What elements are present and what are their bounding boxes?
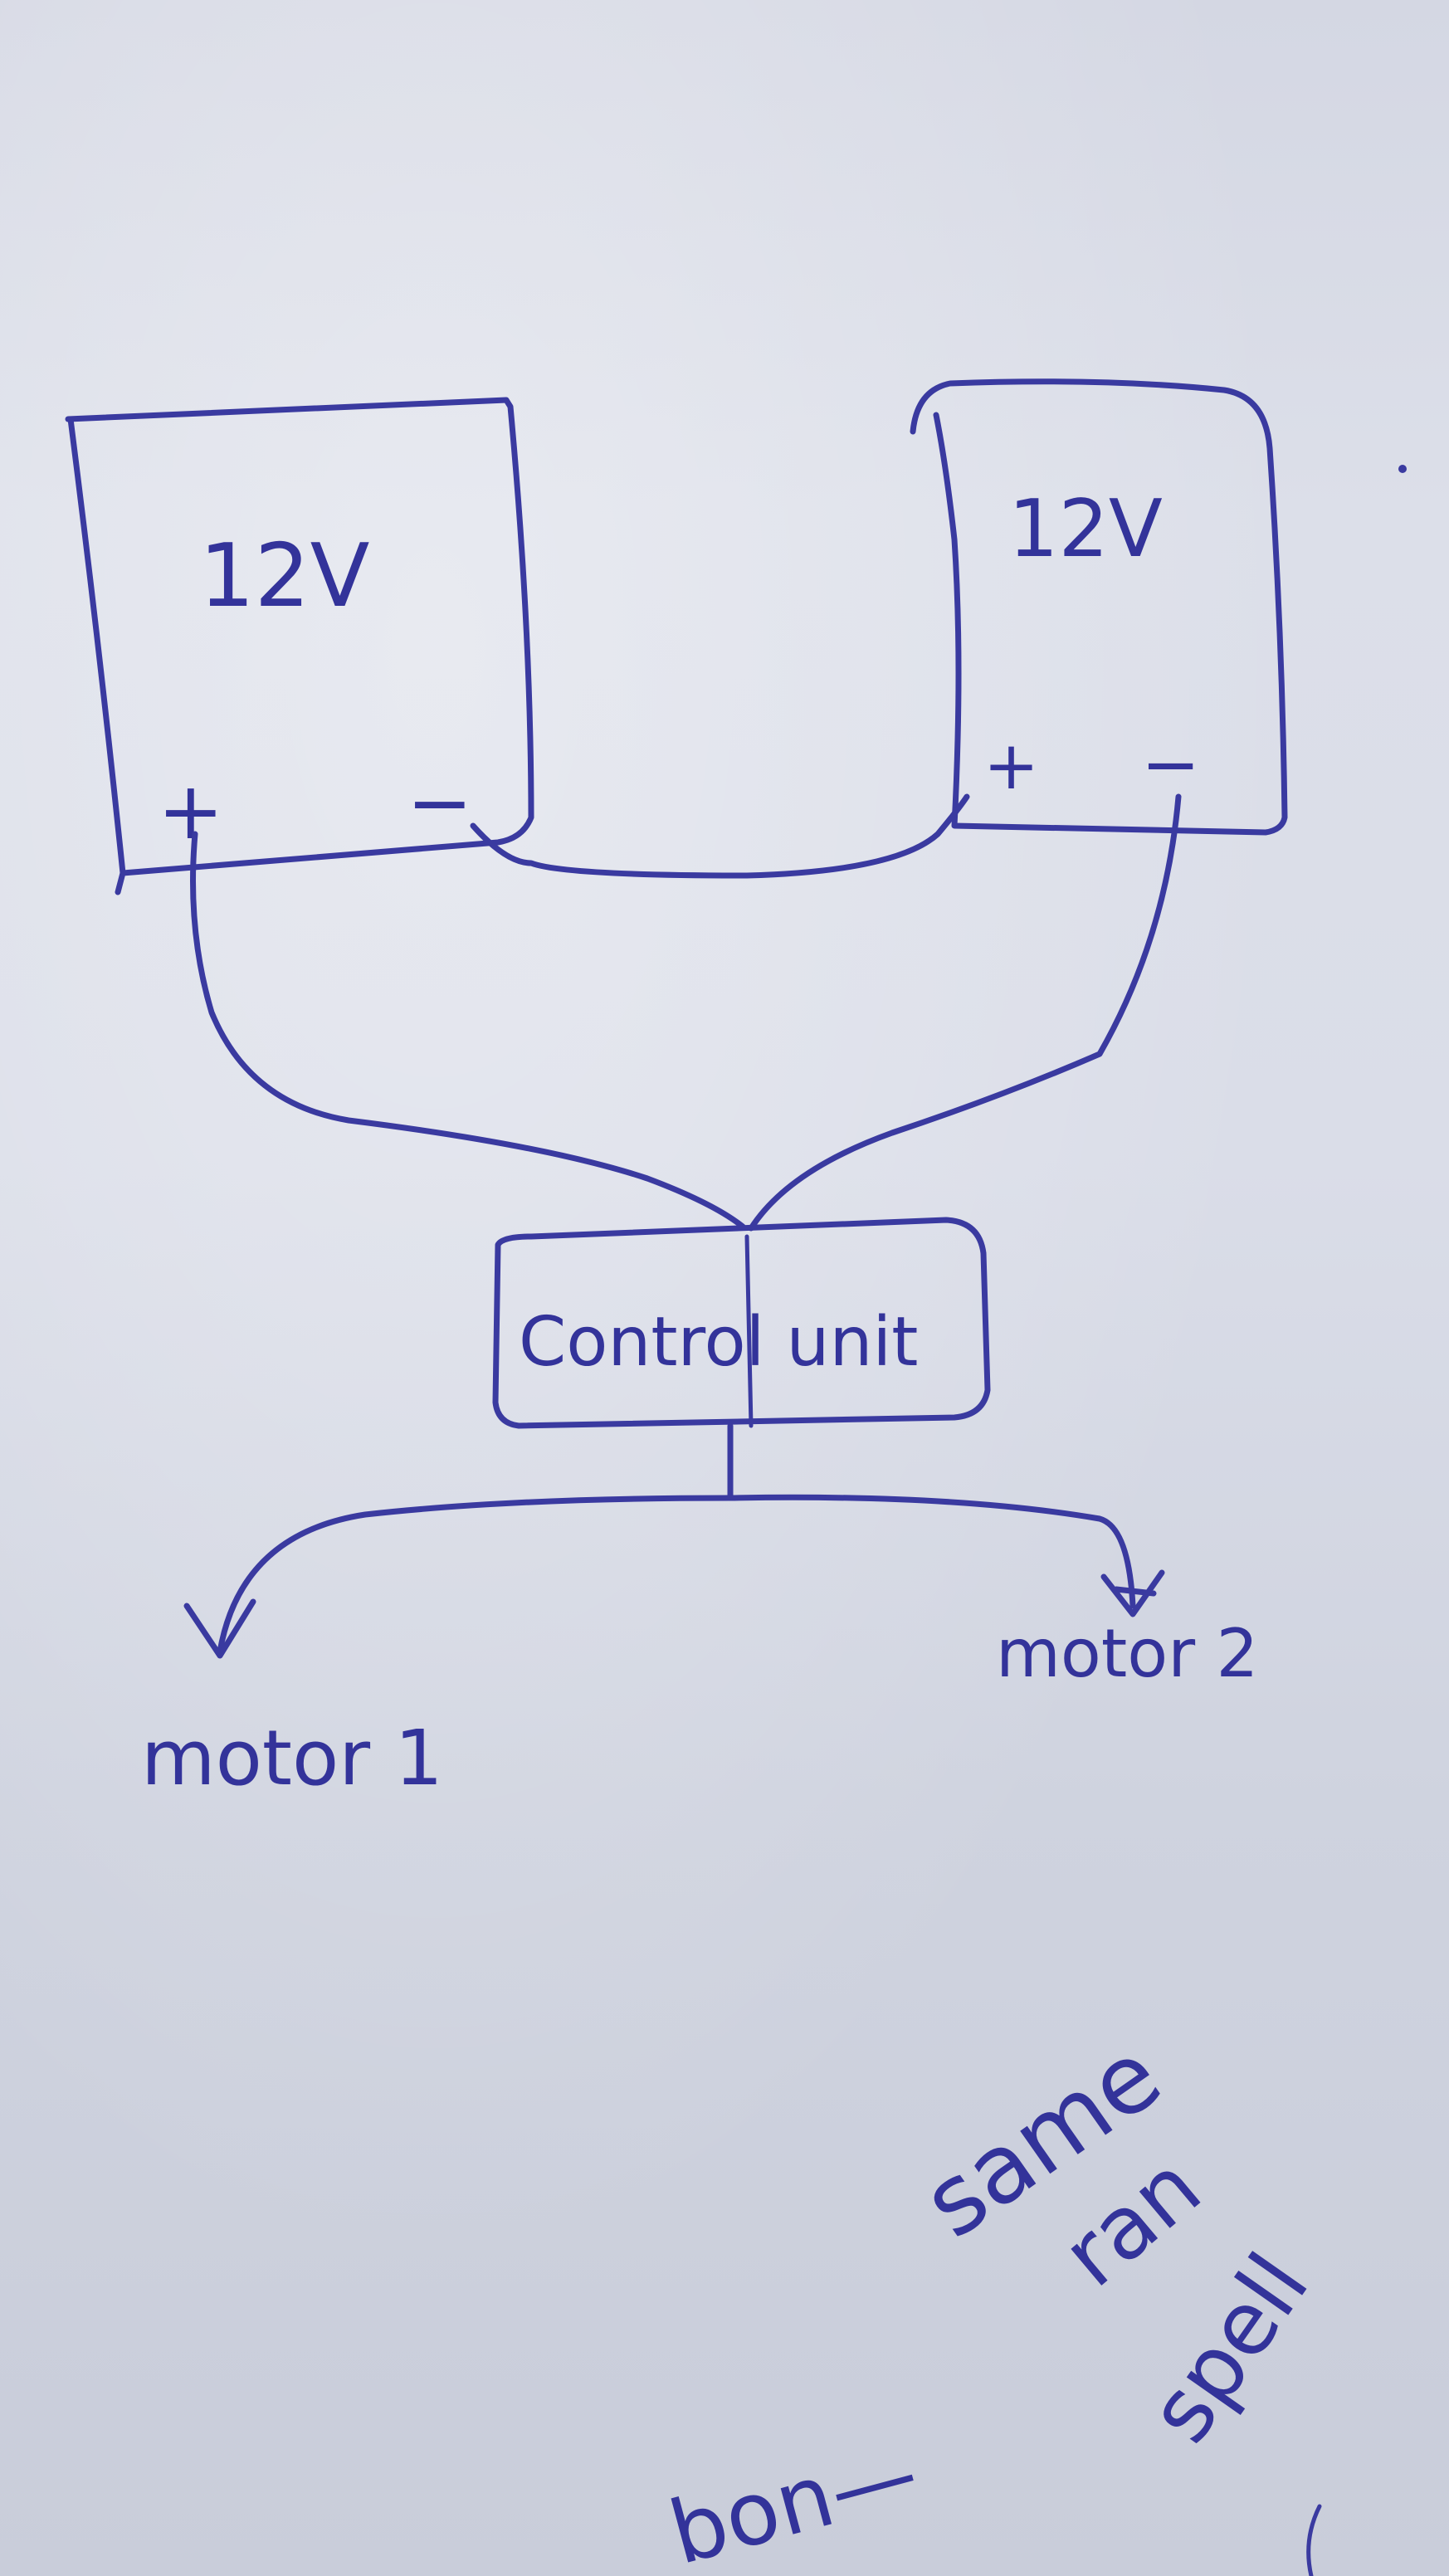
- battery-left-outline: [65, 397, 534, 895]
- ink-dot: [1398, 465, 1407, 473]
- motor-1-label: motor 1: [141, 1714, 443, 1803]
- battery-left: 12V + −: [65, 397, 534, 895]
- wire-series-link: [470, 793, 970, 879]
- control-unit-label: Control unit: [519, 1303, 918, 1382]
- battery-left-minus: −: [407, 758, 473, 849]
- margin-note-word-4: bon—: [660, 2422, 929, 2576]
- battery-right-outline: [910, 378, 1288, 836]
- margin-note-bracket: [1306, 2504, 1322, 2576]
- control-unit-outline: [492, 1217, 991, 1429]
- battery-right-minus: −: [1141, 724, 1200, 806]
- control-unit-divider: [744, 1234, 754, 1428]
- battery-right-plus: +: [983, 727, 1039, 804]
- arrow-motor-2-icon: [1100, 1569, 1165, 1617]
- motor-2-label: motor 2: [996, 1615, 1258, 1692]
- control-unit: Control unit: [492, 1217, 991, 1429]
- arrow-motor-1-icon: [183, 1598, 256, 1659]
- wire-right-minus-to-control: [748, 793, 1182, 1232]
- battery-left-voltage: 12V: [199, 525, 369, 627]
- battery-right-voltage: 12V: [1008, 484, 1163, 575]
- wire-to-motor-2: [727, 1494, 1136, 1609]
- wire-to-motor-1: [217, 1495, 734, 1655]
- margin-note-word-3: spell: [1129, 2236, 1329, 2460]
- wire-left-plus-to-control: [190, 831, 746, 1230]
- margin-note: same ran spell bon—: [660, 2020, 1329, 2576]
- battery-right: 12V + −: [910, 378, 1288, 836]
- battery-left-plus: +: [158, 766, 224, 857]
